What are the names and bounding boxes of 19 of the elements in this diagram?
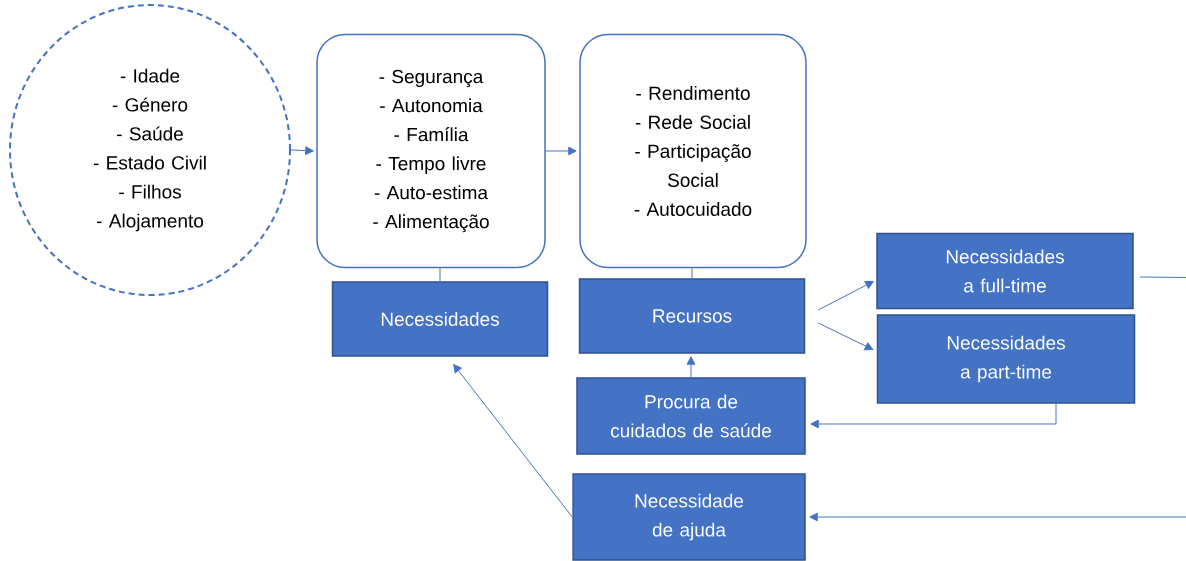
arrow bbox=[545, 146, 577, 156]
process-box: Procura de cuidados de saúde bbox=[576, 377, 806, 455]
arrow bbox=[809, 512, 1186, 522]
arrow bbox=[686, 356, 696, 378]
connector-line bbox=[439, 267, 441, 282]
arrow bbox=[817, 281, 874, 311]
process-box: Recursos bbox=[578, 278, 806, 354]
process-box: Necessidades a full-time bbox=[876, 232, 1134, 310]
process-box: Necessidades a part-time bbox=[876, 314, 1136, 404]
connector-line bbox=[691, 267, 693, 279]
rounded-box: - Rendimento - Rede Social - Participação Social - Autocuidado bbox=[579, 33, 807, 269]
arrow bbox=[817, 322, 874, 351]
rounded-box: - Segurança - Autonomia - Família - Tempo livre - Auto-estima - Alimentação bbox=[316, 33, 546, 269]
arrow bbox=[290, 146, 314, 155]
arrow bbox=[453, 364, 573, 518]
connector-line bbox=[1139, 276, 1186, 278]
process-box: Necessidades bbox=[331, 281, 549, 357]
arrow bbox=[810, 403, 1057, 429]
process-box: Necessidade de ajuda bbox=[572, 473, 806, 561]
